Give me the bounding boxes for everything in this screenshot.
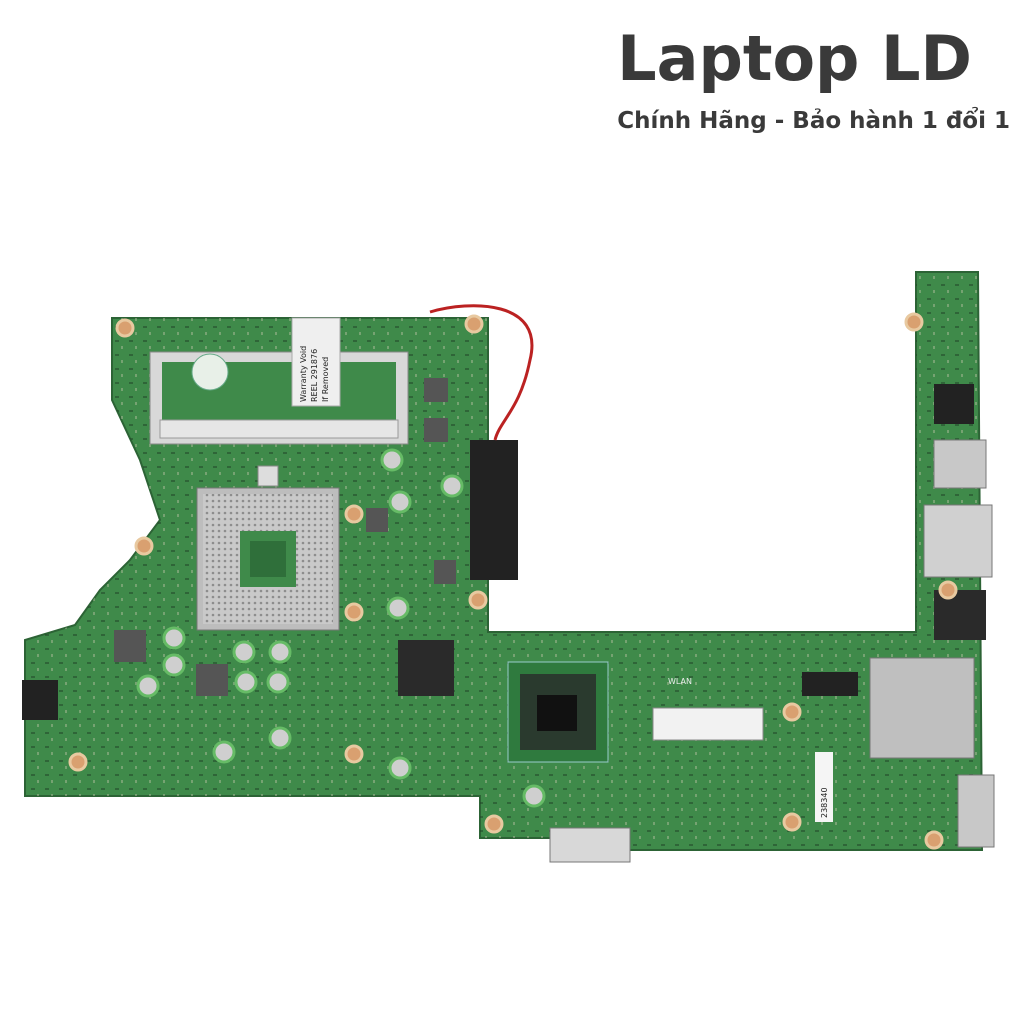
power-connector [22,680,58,720]
sticker-text: REEL 291876 [310,349,319,402]
wlan-label: WLAN [668,677,692,686]
ram-slot [149,351,409,445]
chipset [507,661,609,763]
ic-chip [398,640,454,696]
mounting-holes [68,312,958,850]
brand-title: Laptop LD [617,22,972,95]
vga-port [957,774,995,848]
brand-tagline: Chính Hãng - Bảo hành 1 đổi 1 [617,108,1010,134]
battery-wire [429,304,534,441]
sata-connector [549,827,631,863]
wlan-slot [652,707,764,741]
serial-sticker [815,752,833,822]
serial-text: 238340 [820,787,829,818]
qc-sticker [191,353,229,391]
usb-port [933,439,987,489]
battery-holder [470,440,518,580]
inductors [114,378,456,696]
warranty-sticker: Warranty Void REEL 291876 If Removed [291,317,341,407]
card-reader [869,657,975,759]
cpu-socket [196,465,340,631]
lan-port [934,590,986,640]
audio-jack [934,384,974,424]
sticker-text: If Removed [321,357,330,402]
ic-chip [802,672,858,696]
sticker-text: Warranty Void [299,346,308,402]
capacitors [136,448,546,808]
hdmi-port [923,504,993,578]
